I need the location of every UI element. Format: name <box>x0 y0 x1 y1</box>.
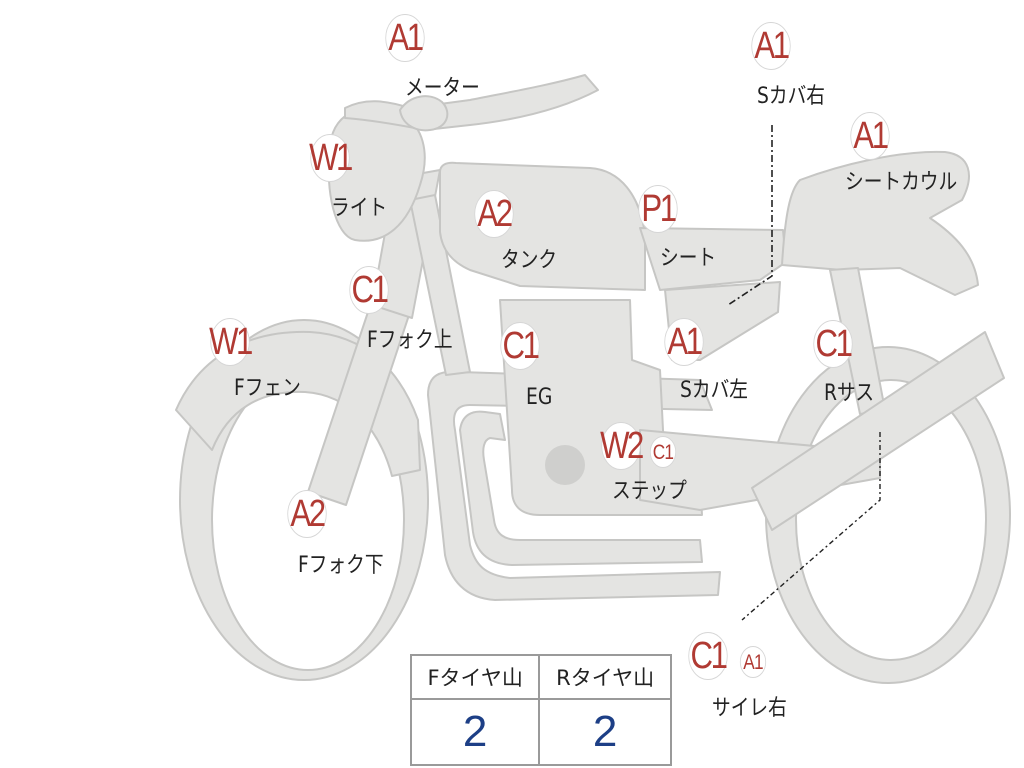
seat-cowl-grade: A1 <box>853 115 889 157</box>
seat-cowl-grade-badge: A1 <box>850 112 890 160</box>
step-label: ステップ <box>612 479 687 504</box>
side-cover-left-grade: A1 <box>667 321 703 363</box>
leader-line-muffler <box>741 432 881 621</box>
rear-tread-header: Rタイヤ山 <box>538 654 672 700</box>
meter-label: メーター <box>405 76 480 101</box>
step-secondary-grade: C1 <box>652 440 674 464</box>
tread-value-row: 2 2 <box>409 698 672 766</box>
frame-tube <box>409 194 471 376</box>
tank-label: タンク <box>501 248 558 273</box>
step-grade-badge: W2 <box>600 422 644 470</box>
front-fender-label: Fフェン <box>234 376 301 401</box>
side-cover-right-grade: A1 <box>754 25 790 67</box>
rear-suspension-label: Rサス <box>824 381 875 406</box>
engine-label: EG <box>526 385 553 410</box>
front-fork-lower-grade-badge: A2 <box>287 490 327 538</box>
front-fork-lower-label: Fフォク下 <box>298 553 384 578</box>
seat-cowl-label: シートカウル <box>845 170 958 195</box>
tread-header-row: Fタイヤ山 Rタイヤ山 <box>409 654 672 700</box>
front-tread-header: Fタイヤ山 <box>409 654 541 700</box>
seat-label: シート <box>660 246 717 271</box>
front-fork-upper-label: Fフォク上 <box>367 328 453 353</box>
front-fork-upper-grade: C1 <box>351 269 389 311</box>
meter-pod <box>399 95 449 132</box>
rear-wheel <box>765 346 1011 684</box>
seat-cowl <box>781 150 979 296</box>
muffler-right-secondary-grade: A1 <box>743 650 763 674</box>
side-cover-right-grade-badge: A1 <box>751 22 791 70</box>
seat <box>639 227 787 291</box>
light-grade: W1 <box>309 137 353 179</box>
rear-suspension-grade: C1 <box>815 323 853 365</box>
rear-tread-value: 2 <box>538 698 672 766</box>
front-fork-lower-grade: A2 <box>290 493 326 535</box>
side-cover-right-label: Sカバ右 <box>757 84 825 109</box>
front-tread-value: 2 <box>409 698 541 766</box>
tank-grade: A2 <box>477 193 513 235</box>
front-fender-grade-badge: W1 <box>209 318 253 366</box>
silencer <box>751 331 1005 531</box>
side-cover-left-grade-badge: A1 <box>664 318 704 366</box>
muffler-right-secondary-grade-badge: A1 <box>739 646 767 678</box>
front-fender-grade: W1 <box>209 321 253 363</box>
tire-tread-table: Fタイヤ山 Rタイヤ山 2 2 <box>409 654 672 766</box>
seat-grade: P1 <box>641 188 677 230</box>
meter-grade: A1 <box>388 17 424 59</box>
side-cover-left-label: Sカバ左 <box>680 378 748 403</box>
leader-line-side-cover <box>727 125 773 306</box>
seat-grade-badge: P1 <box>638 185 678 233</box>
engine-grade: C1 <box>502 325 540 367</box>
front-fork-upper-grade-badge: C1 <box>349 266 389 314</box>
light-grade-badge: W1 <box>309 134 353 182</box>
step-secondary-grade-badge: C1 <box>649 436 677 468</box>
exhaust-pipe <box>459 410 703 566</box>
engine-grade-badge: C1 <box>500 322 540 370</box>
step-grade: W2 <box>600 425 644 467</box>
meter-grade-badge: A1 <box>385 14 425 62</box>
muffler-right-grade-badge: C1 <box>688 632 728 680</box>
muffler-right-grade: C1 <box>690 635 728 677</box>
muffler-right-label: サイレ右 <box>712 696 787 721</box>
light-label: ライト <box>331 196 388 221</box>
tank-grade-badge: A2 <box>474 190 514 238</box>
rear-suspension-grade-badge: C1 <box>813 320 853 368</box>
